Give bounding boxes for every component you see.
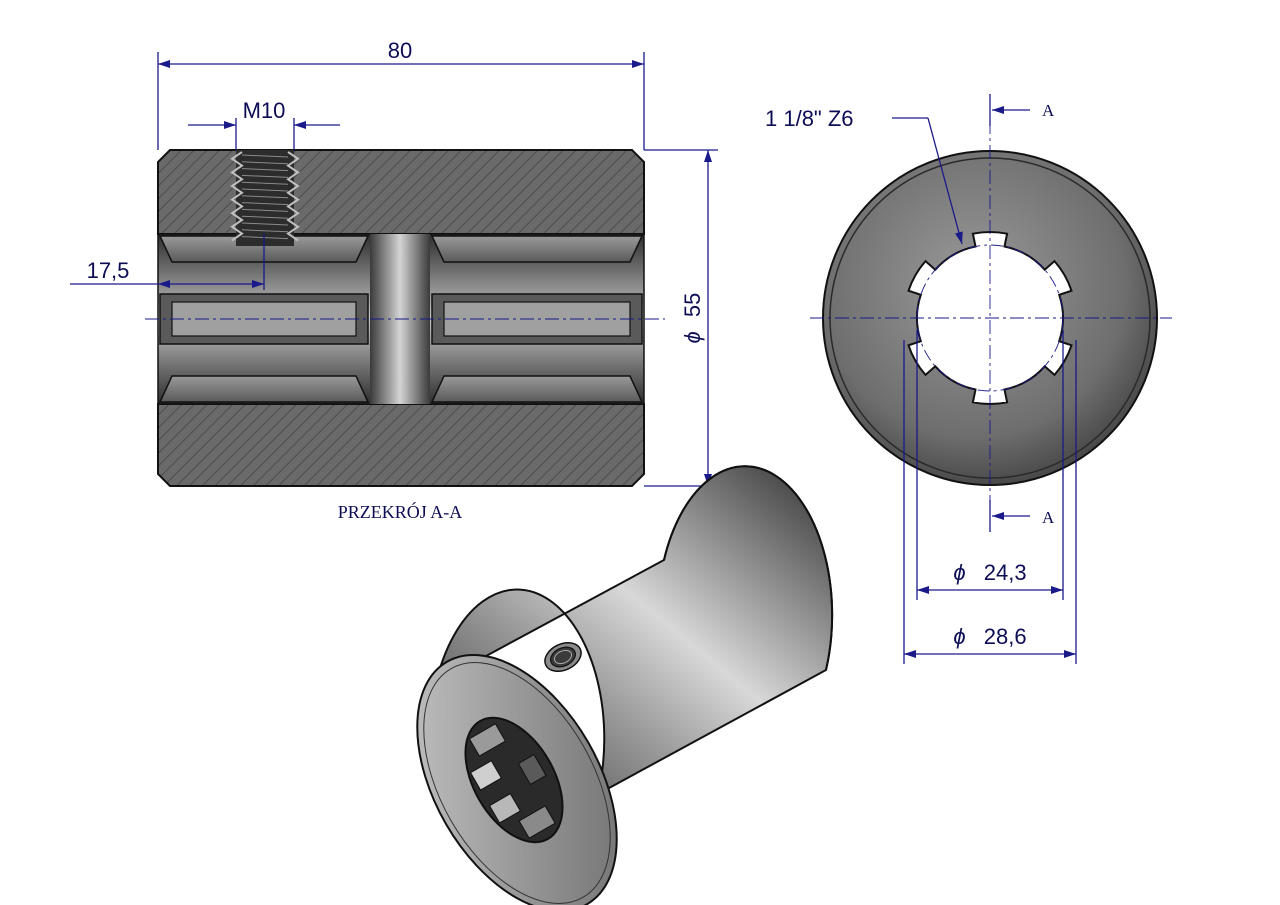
section-marker-top: A (989, 94, 1055, 126)
svg-text:ϕ 24,3: ϕ 24,3 (953, 560, 1026, 585)
dimension-minor-diameter: ϕ 24,3 (916, 330, 1064, 600)
section-marker-top-label: A (1042, 101, 1055, 120)
svg-text:ϕ 55: ϕ 55 (680, 293, 705, 344)
section-bottom-wall (157, 403, 645, 487)
dimension-outer-diameter-label: 55 (680, 293, 705, 317)
thread-line (241, 222, 289, 226)
thread-line (241, 229, 289, 233)
thread-line (241, 174, 289, 178)
dimension-length-label: 80 (388, 38, 412, 63)
thread-line (241, 195, 289, 199)
diameter-symbol-55: ϕ (680, 331, 705, 343)
dimension-outer-diameter: ϕ 55 (644, 149, 718, 487)
diameter-symbol-24: ϕ (953, 560, 965, 585)
dimension-thread: M10 (188, 98, 340, 150)
thread-line (241, 181, 289, 185)
section-marker-bottom-label: A (1042, 508, 1055, 527)
end-view (810, 120, 1172, 500)
thread-line (241, 215, 289, 219)
dimension-hole-offset: 17,5 (70, 234, 265, 290)
threaded-hole (230, 150, 300, 246)
spline-callout-label: 1 1/8" Z6 (765, 106, 854, 131)
dimension-length: 80 (157, 38, 645, 150)
thread-line (241, 236, 289, 240)
dimension-minor-diameter-label: 24,3 (984, 560, 1027, 585)
section-caption: PRZEKRÓJ A-A (338, 501, 463, 522)
thread-line (241, 202, 289, 206)
diameter-symbol-28: ϕ (953, 624, 965, 649)
section-marker-bottom: A (989, 500, 1055, 532)
dimension-thread-label: M10 (243, 98, 286, 123)
dimension-major-diameter-label: 28,6 (984, 624, 1027, 649)
section-view (145, 149, 665, 487)
thread-line (241, 188, 289, 192)
spline-callout: 1 1/8" Z6 (765, 106, 963, 245)
thread-line (241, 161, 289, 165)
thread-line (241, 168, 289, 172)
dimension-major-diameter: ϕ 28,6 (903, 340, 1077, 664)
dimension-hole-offset-label: 17,5 (87, 258, 130, 283)
thread-line (241, 154, 289, 158)
thread-line (241, 208, 289, 212)
isometric-view (416, 465, 834, 905)
svg-text:ϕ 28,6: ϕ 28,6 (953, 624, 1026, 649)
iso-threaded-hole (544, 641, 582, 673)
section-top-wall (157, 149, 645, 235)
iso-splines (468, 723, 556, 839)
